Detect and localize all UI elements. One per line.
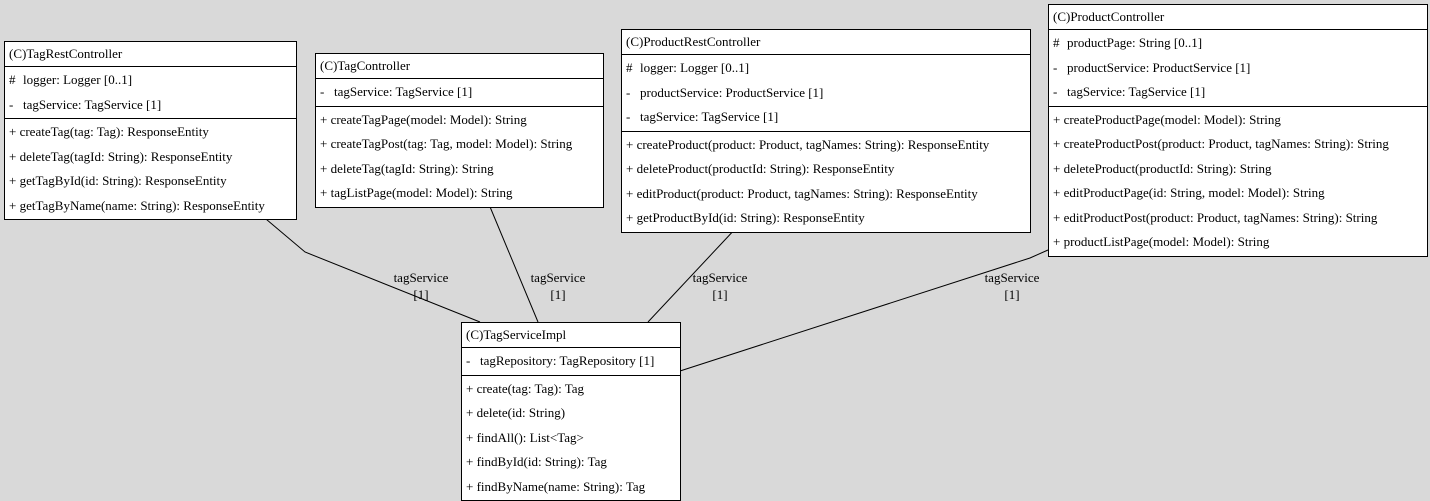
attribute-text: productPage: String [0..1]: [1067, 35, 1203, 50]
method-row: + getProductById(id: String): ResponseEn…: [626, 210, 865, 225]
method-row: + editProductPost(product: Product, tagN…: [1053, 209, 1378, 225]
multiplicity: [1]: [712, 287, 728, 302]
methods-section: + createProduct(product: Product, tagNam…: [622, 130, 1030, 232]
class-title: (C)TagServiceImpl: [466, 327, 567, 342]
methods-section: + create(tag: Tag): Tag + delete(id: Str…: [462, 374, 680, 501]
role-name: tagService: [692, 270, 748, 285]
method-row: + findAll(): List<Tag>: [466, 429, 584, 445]
methods-section: + createTag(tag: Tag): ResponseEntity + …: [5, 118, 296, 219]
class-box-tagserviceimpl[interactable]: (C)TagServiceImpl -tagRepository: TagRep…: [461, 322, 681, 501]
class-box-tagrestcontroller[interactable]: (C)TagRestController # logger: Logger [0.…: [4, 41, 297, 220]
multiplicity: [1]: [413, 287, 429, 302]
attributes-section: -tagService: TagService [1]: [316, 78, 603, 106]
attribute-text: tagService: TagService [1]: [334, 84, 473, 99]
method-row: + editProduct(product: Product, tagNames…: [626, 185, 978, 201]
attribute-row: -tagService: TagService [1]: [1049, 80, 1427, 105]
class-box-productrestcontroller[interactable]: (C)ProductRestController # logger: Logger…: [621, 29, 1031, 233]
method-row: + getTagById(id: String): ResponseEntity: [9, 173, 227, 188]
attribute-text: logger: Logger [0..1]: [640, 60, 750, 75]
association-line-tagrestcontroller: [259, 213, 481, 323]
methods-section: + createTagPage(model: Model): String + …: [316, 105, 603, 207]
method-row: + tagListPage(model: Model): String: [320, 185, 513, 200]
association-label-productrestcontroller: tagService [1]: [680, 269, 760, 303]
association-label-productcontroller: tagService [1]: [972, 269, 1052, 303]
association-label-tagrestcontroller: tagService [1]: [381, 269, 461, 303]
role-name: tagService: [530, 270, 586, 285]
attribute-row: -productService: ProductService [1]: [1049, 56, 1427, 81]
method-row: + createProductPost(product: Product, ta…: [1053, 136, 1389, 151]
method-row: + createProductPage(model: Model): Strin…: [1053, 111, 1281, 127]
attribute-text: productService: ProductService [1]: [1067, 59, 1251, 75]
attribute-text: tagService: TagService [1]: [23, 96, 162, 112]
method-row: + deleteTag(tagId: String): String: [320, 160, 494, 176]
attribute-row: -tagService: TagService [1]: [316, 80, 603, 105]
method-row: + deleteProduct(productId: String): Resp…: [626, 161, 895, 176]
class-box-productcontroller[interactable]: (C)ProductController # productPage: Strin…: [1048, 4, 1428, 257]
visibility-marker: #: [626, 60, 633, 75]
association-line-tagcontroller: [487, 201, 539, 323]
visibility-marker: #: [9, 72, 16, 87]
role-name: tagService: [393, 270, 449, 285]
visibility-marker: #: [1053, 35, 1060, 50]
visibility-marker: -: [626, 109, 631, 124]
method-row: + create(tag: Tag): Tag: [466, 380, 585, 396]
visibility-marker: -: [1053, 84, 1058, 99]
attribute-row: # productPage: String [0..1]: [1049, 31, 1427, 56]
class-title: (C)TagRestController: [9, 46, 123, 61]
method-row: + findByName(name: String): Tag: [466, 478, 646, 494]
attribute-text: tagService: TagService [1]: [640, 109, 779, 124]
class-title: (C)ProductController: [1053, 9, 1165, 24]
class-box-tagcontroller[interactable]: (C)TagController -tagService: TagService…: [315, 53, 604, 208]
method-row: + productListPage(model: Model): String: [1053, 234, 1270, 249]
class-title: (C)ProductRestController: [626, 34, 761, 49]
attribute-text: tagService: TagService [1]: [1067, 84, 1206, 99]
visibility-marker: -: [626, 84, 631, 100]
attribute-text: logger: Logger [0..1]: [23, 72, 133, 87]
methods-section: + createProductPage(model: Model): Strin…: [1049, 105, 1427, 256]
method-row: + deleteProduct(productId: String): Stri…: [1053, 160, 1272, 176]
multiplicity: [1]: [550, 287, 566, 302]
role-name: tagService: [984, 270, 1040, 285]
class-title: (C)TagController: [320, 58, 411, 73]
association-line-productrestcontroller: [647, 226, 738, 323]
visibility-marker: -: [466, 353, 471, 368]
visibility-marker: -: [1053, 59, 1058, 75]
method-row: + createProduct(product: Product, tagNam…: [626, 136, 990, 152]
association-line-productcontroller: [679, 249, 1049, 372]
attribute-row: # logger: Logger [0..1]: [622, 56, 1030, 81]
association-label-tagcontroller: tagService [1]: [518, 269, 598, 303]
method-row: + createTag(tag: Tag): ResponseEntity: [9, 124, 209, 139]
method-row: + findById(id: String): Tag: [466, 454, 607, 469]
attribute-text: productService: ProductService [1]: [640, 84, 824, 100]
method-row: + deleteTag(tagId: String): ResponseEnti…: [9, 148, 233, 164]
attribute-row: -tagService: TagService [1]: [622, 105, 1030, 130]
attribute-row: # logger: Logger [0..1]: [5, 68, 296, 93]
attributes-section: -tagRepository: TagRepository [1]: [462, 347, 680, 375]
attribute-row: -tagService: TagService [1]: [5, 93, 296, 118]
attribute-row: -productService: ProductService [1]: [622, 81, 1030, 106]
method-row: + createTagPage(model: Model): String: [320, 111, 527, 127]
method-row: + editProductPage(id: String, model: Mod…: [1053, 185, 1325, 200]
attributes-section: # productPage: String [0..1] -productServ…: [1049, 29, 1427, 106]
attribute-row: -tagRepository: TagRepository [1]: [462, 349, 680, 374]
multiplicity: [1]: [1004, 287, 1020, 302]
attributes-section: # logger: Logger [0..1] -tagService: TagS…: [5, 66, 296, 118]
method-row: + getTagByName(name: String): ResponseEn…: [9, 197, 265, 213]
method-row: + createTagPost(tag: Tag, model: Model):…: [320, 136, 573, 151]
attribute-text: tagRepository: TagRepository [1]: [480, 353, 655, 368]
visibility-marker: -: [320, 84, 325, 99]
method-row: + delete(id: String): [466, 405, 566, 420]
attributes-section: # logger: Logger [0..1] -productService: …: [622, 54, 1030, 131]
visibility-marker: -: [9, 96, 14, 112]
